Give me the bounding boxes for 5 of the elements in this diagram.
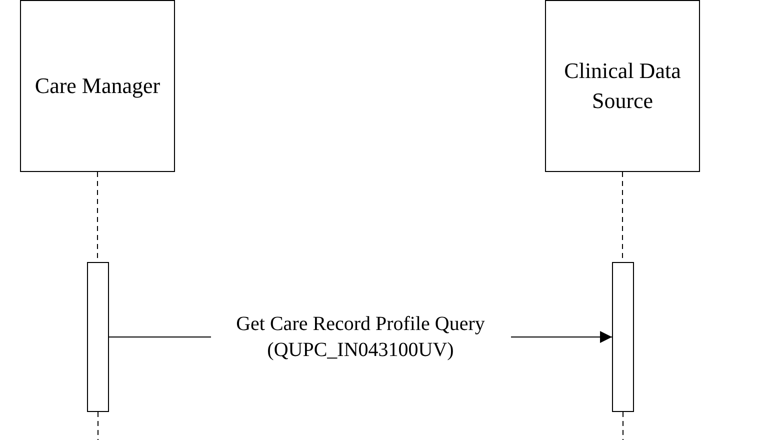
- activation-bar: [612, 262, 634, 412]
- activation-bar: [87, 262, 109, 412]
- participant-box: Clinical Data Source: [545, 0, 700, 172]
- participant-box: Care Manager: [20, 0, 175, 172]
- lifeline: [622, 412, 624, 440]
